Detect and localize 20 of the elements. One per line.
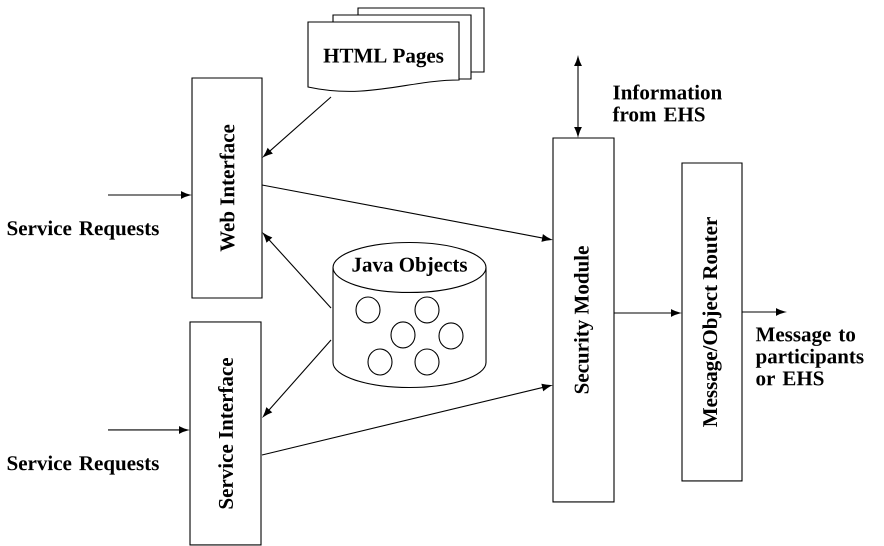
arrow — [108, 426, 188, 434]
text-label: Service Requests — [8, 220, 159, 240]
arrow — [108, 191, 190, 199]
arrow — [574, 56, 582, 136]
text-label: Message to participants or EHS — [756, 328, 864, 386]
arrow — [262, 384, 552, 456]
process-box: Service Interface — [189, 321, 262, 546]
arrow — [263, 96, 332, 157]
arrow — [614, 309, 680, 317]
arrow — [263, 340, 332, 417]
arrow — [262, 184, 552, 242]
document-stack: HTML Pages — [307, 7, 485, 92]
process-box: Security Module — [552, 137, 615, 503]
text-label: Information from EHS — [612, 84, 722, 122]
text-label: Service Requests — [8, 456, 159, 475]
process-box: Web Interface — [191, 77, 263, 299]
arrow — [263, 233, 332, 308]
process-box: Message/Object Router — [681, 162, 743, 482]
arrow — [742, 308, 786, 316]
database-cylinder: Java Objects — [332, 242, 487, 388]
